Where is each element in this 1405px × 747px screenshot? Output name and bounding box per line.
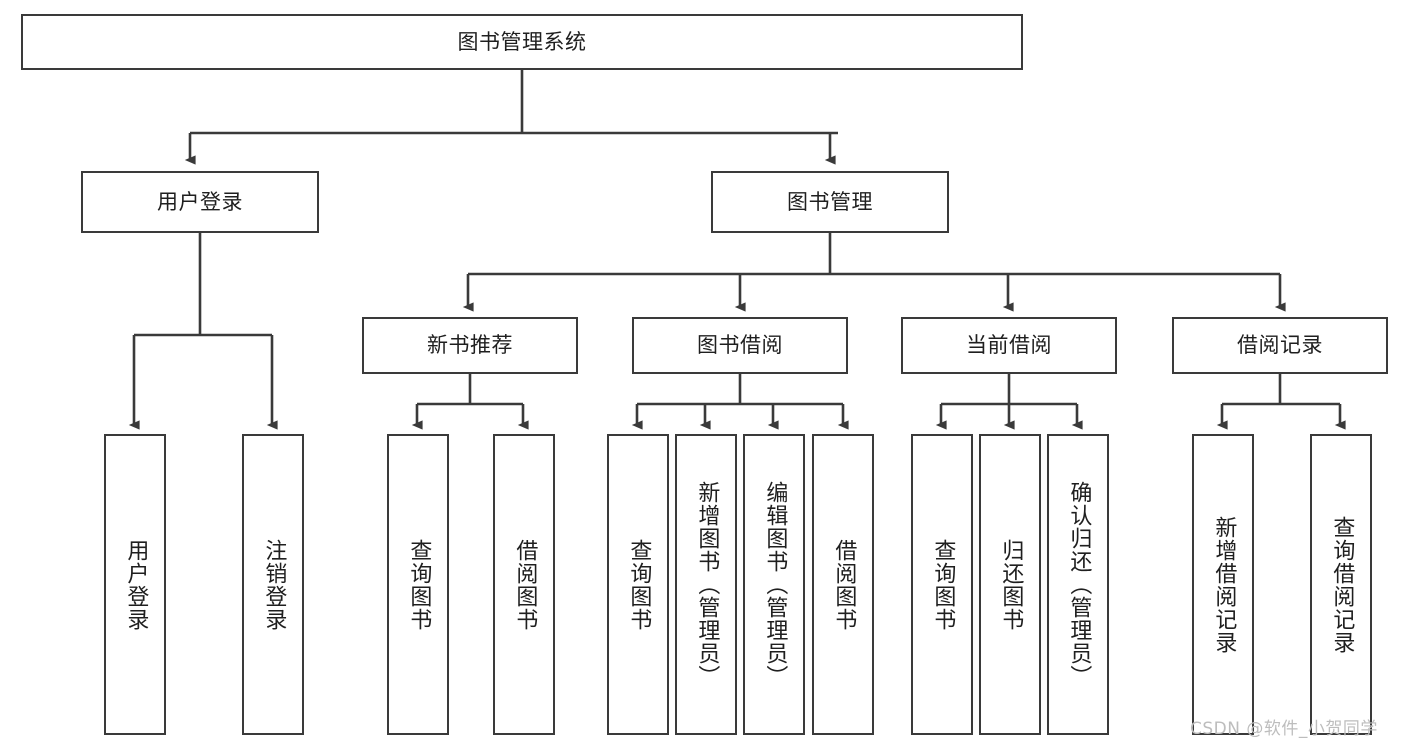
node-label: 新增图书（管理员） bbox=[694, 481, 720, 688]
node-label: 图书借阅 bbox=[697, 333, 783, 358]
csdn-watermark: CSDN @软件_小贺同学 bbox=[1190, 719, 1378, 739]
leaf-current-borrow-0[interactable]: 查询图书 bbox=[911, 434, 973, 735]
node-label: 图书管理系统 bbox=[457, 29, 587, 54]
leaf-book-borrow-1[interactable]: 新增图书（管理员） bbox=[675, 434, 737, 735]
node-label: 编辑图书（管理员） bbox=[762, 481, 788, 688]
leaf-new-book-recommend-1[interactable]: 借阅图书 bbox=[493, 434, 555, 735]
leaf-new-book-recommend-0[interactable]: 查询图书 bbox=[387, 434, 449, 735]
node-user-login[interactable]: 用户登录 bbox=[81, 171, 319, 233]
node-label: 用户登录 bbox=[123, 538, 149, 631]
node-label: 用户登录 bbox=[157, 189, 243, 214]
leaf-borrow-record-1[interactable]: 查询借阅记录 bbox=[1310, 434, 1372, 735]
leaf-user-login-1[interactable]: 注销登录 bbox=[242, 434, 304, 735]
node-book-borrow[interactable]: 图书借阅 bbox=[632, 317, 848, 374]
node-label: 确认归还（管理员） bbox=[1066, 481, 1092, 688]
leaf-book-borrow-3[interactable]: 借阅图书 bbox=[812, 434, 874, 735]
node-label: 借阅图书 bbox=[831, 538, 857, 631]
leaf-book-borrow-0[interactable]: 查询图书 bbox=[607, 434, 669, 735]
leaf-borrow-record-0[interactable]: 新增借阅记录 bbox=[1192, 434, 1254, 735]
leaf-current-borrow-1[interactable]: 归还图书 bbox=[979, 434, 1041, 735]
leaf-book-borrow-2[interactable]: 编辑图书（管理员） bbox=[743, 434, 805, 735]
node-current-borrow[interactable]: 当前借阅 bbox=[901, 317, 1117, 374]
node-book-management[interactable]: 图书管理 bbox=[711, 171, 949, 233]
node-new-book-recommend[interactable]: 新书推荐 bbox=[362, 317, 578, 374]
node-label: 借阅图书 bbox=[512, 538, 538, 631]
node-label: 当前借阅 bbox=[966, 333, 1052, 358]
node-label: 查询图书 bbox=[930, 538, 956, 631]
leaf-current-borrow-2[interactable]: 确认归还（管理员） bbox=[1047, 434, 1109, 735]
node-label: 借阅记录 bbox=[1237, 333, 1323, 358]
leaf-user-login-0[interactable]: 用户登录 bbox=[104, 434, 166, 735]
node-borrow-record[interactable]: 借阅记录 bbox=[1172, 317, 1388, 374]
node-label: 新书推荐 bbox=[427, 333, 513, 358]
node-label: 注销登录 bbox=[261, 538, 287, 631]
node-label: 新增借阅记录 bbox=[1211, 515, 1237, 654]
node-label: 图书管理 bbox=[787, 189, 873, 214]
node-label: 查询图书 bbox=[406, 538, 432, 631]
node-label: 查询图书 bbox=[626, 538, 652, 631]
node-label: 查询借阅记录 bbox=[1329, 515, 1355, 654]
node-label: 归还图书 bbox=[998, 538, 1024, 631]
node-root-book-management-system[interactable]: 图书管理系统 bbox=[21, 14, 1023, 70]
